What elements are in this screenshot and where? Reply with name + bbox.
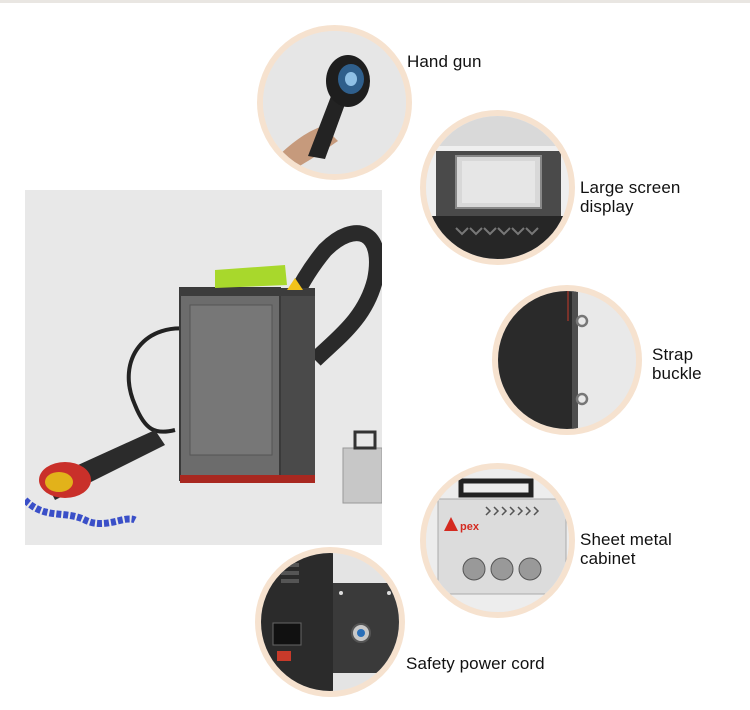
label-hand-gun: Hand gun xyxy=(407,52,482,71)
label-strap-buckle: Strap buckle xyxy=(652,345,702,383)
brand-mark: pex xyxy=(460,521,479,533)
hand-gun-illustration xyxy=(263,31,406,174)
safety-power-cord-illustration xyxy=(261,553,399,691)
screen-display-illustration xyxy=(426,116,569,259)
strap-buckle-photo xyxy=(492,285,642,435)
sheet-metal-cabinet-illustration xyxy=(426,469,569,612)
main-product-photo xyxy=(25,190,382,545)
safety-power-cord-photo xyxy=(255,547,405,697)
top-divider xyxy=(0,0,750,3)
strap-buckle-illustration xyxy=(498,291,636,429)
label-safety-power-cord: Safety power cord xyxy=(406,654,545,673)
hand-gun-photo xyxy=(257,25,412,180)
backpack-laser-illustration xyxy=(25,190,382,545)
label-large-screen-display: Large screen display xyxy=(580,178,681,216)
screen-display-photo xyxy=(420,110,575,265)
label-sheet-metal-cabinet: Sheet metal cabinet xyxy=(580,530,672,568)
sheet-metal-cabinet-photo: pex xyxy=(420,463,575,618)
